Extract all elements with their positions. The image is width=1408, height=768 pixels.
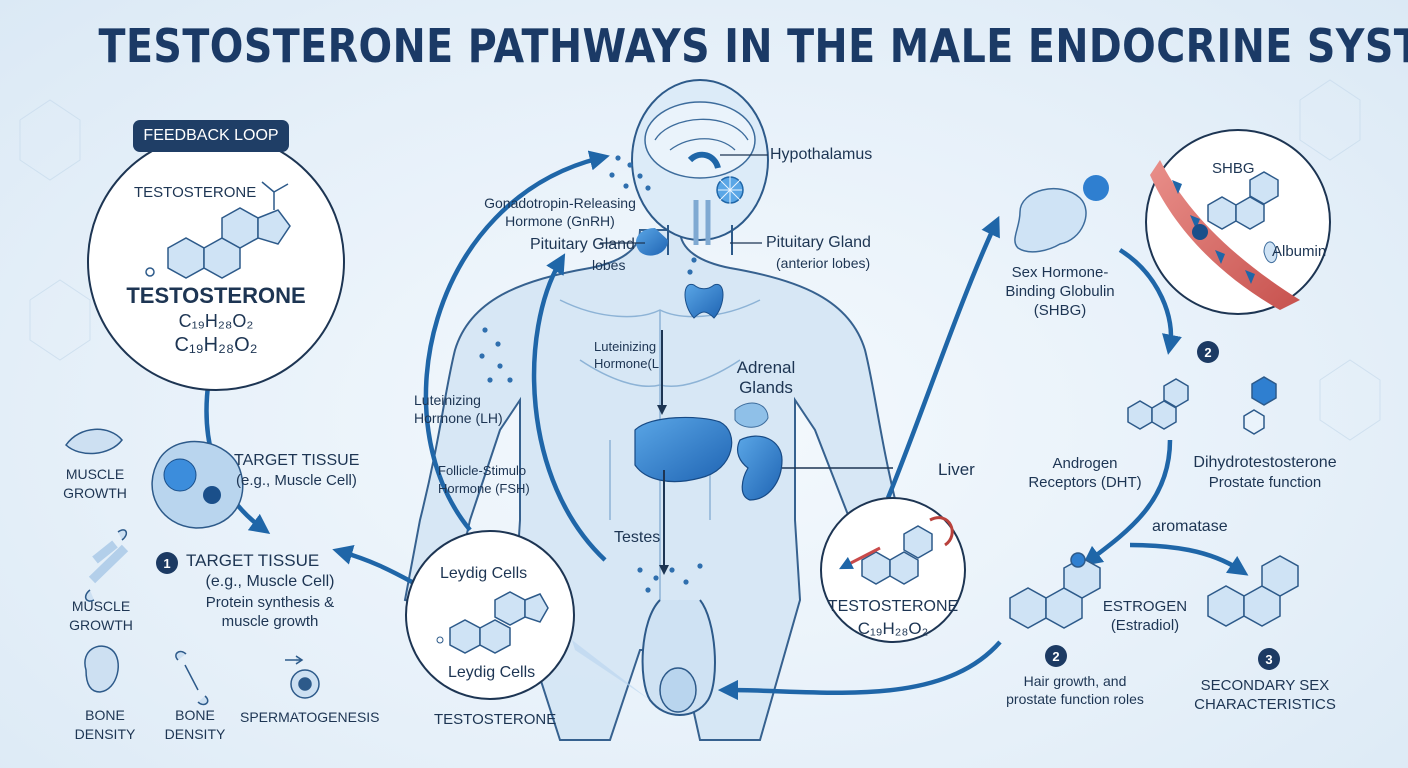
muscle-growth-label-2a: MUSCLE	[71, 598, 131, 614]
liver-label: Liver	[938, 460, 975, 479]
background-network	[19, 79, 1381, 441]
pituitary-left-label: Pituitary Gland	[530, 236, 635, 253]
shbg-molecule	[1014, 175, 1109, 253]
target-tissue-top-title: TARGET TISSUE	[234, 452, 360, 469]
androgen-label-2: Receptors (DHT)	[1028, 474, 1142, 491]
lh-outer-label-2: Hormone (LH)	[414, 410, 503, 426]
leydig-circle	[405, 530, 650, 700]
bone-density-label-2a: BONE	[175, 707, 215, 723]
pituitary-left-sub: lobes	[592, 257, 626, 273]
feedback-circle	[87, 133, 345, 391]
feedback-loop-badge: FEEDBACK LOOP	[133, 120, 289, 152]
lh-inner-label-2: Hormone(L	[594, 356, 660, 371]
leydig-bottom-label: Leydig Cells	[448, 664, 536, 681]
testosterone-conversion-name: TESTOSTERONE	[827, 598, 959, 615]
adrenal-label-1: Adrenal	[736, 358, 796, 377]
gnrh-label-2: Hormone (GnRH)	[505, 213, 615, 229]
adrenal-label-2: Glands	[739, 378, 793, 397]
muscle-growth-label-1b: GROWTH	[63, 485, 127, 501]
fsh-label-1: Follicle-Stimulo	[438, 463, 527, 478]
target-tissue-desc-2: muscle growth	[221, 613, 319, 630]
hypothalamus-label: Hypothalamus	[770, 146, 873, 163]
lh-inner-label-1: Luteinizing	[594, 339, 657, 354]
spermatogenesis-label: SPERMATOGENESIS	[240, 709, 380, 725]
shbg-label-3: (SHBG)	[1033, 302, 1087, 319]
bone-density-label-1b: DENSITY	[74, 726, 136, 742]
muscle-cell	[151, 440, 244, 529]
bone-density-label-1a: BONE	[85, 707, 125, 723]
feedback-formula-1: C₁₉H₂₈O₂	[178, 311, 254, 331]
step-number-2-lower: 2	[1045, 645, 1067, 667]
inset-shbg-label: SHBG	[1212, 160, 1255, 177]
fsh-label-2: Hormone (FSH)	[438, 481, 530, 496]
hormone-particles	[479, 155, 703, 593]
leydig-top-label: Leydig Cells	[440, 565, 528, 582]
dht-label-1: Dihydrotestosterone	[1193, 454, 1337, 471]
inset-albumin-label: Albumin	[1272, 243, 1327, 260]
bone-density-label-2b: DENSITY	[164, 726, 226, 742]
target-tissue-subtitle: (e.g., Muscle Cell)	[205, 573, 335, 590]
aromatase-label: aromatase	[1152, 518, 1228, 535]
pathway-arrows	[204, 150, 1249, 701]
feedback-formula-2: C₁₉H₂₈O₂	[174, 334, 258, 356]
organs	[634, 283, 893, 716]
effect-icons	[65, 428, 320, 706]
hair-growth-label-1: Hair growth, and	[1023, 673, 1127, 689]
muscle-growth-label-2b: GROWTH	[69, 617, 133, 633]
lh-outer-label-1: Luteinizing	[414, 392, 481, 408]
step-number-1: 1	[156, 552, 178, 574]
downward-arrow	[657, 330, 669, 575]
blood-vessel-inset	[1145, 129, 1331, 315]
right-molecules	[1009, 376, 1299, 629]
step-number-2-upper: 2	[1197, 341, 1219, 363]
feedback-testosterone-label: TESTOSTERONE	[134, 184, 257, 201]
shbg-label-2: Binding Globulin	[1005, 283, 1115, 300]
estrogen-label-2: (Estradiol)	[1110, 617, 1180, 634]
feedback-testosterone-title: TESTOSTERONE	[126, 283, 306, 308]
hair-growth-label-2: prostate function roles	[1006, 691, 1144, 707]
estrogen-label-1: ESTROGEN	[1102, 598, 1188, 615]
testosterone-conversion-circle	[820, 497, 966, 643]
page-title: TESTOSTERONE PATHWAYS IN THE MALE ENDOCR…	[98, 19, 1408, 73]
leader-lines	[600, 154, 768, 244]
target-tissue-top-sub: (e.g., Muscle Cell)	[236, 472, 357, 489]
pituitary-right-label: Pituitary Gland	[766, 234, 871, 251]
pituitary-right-sub: (anterior lobes)	[776, 255, 871, 271]
target-tissue-desc-1: Protein synthesis &	[205, 594, 335, 611]
testosterone-conversion-formula: C₁₉H₂₈O₂	[857, 619, 929, 638]
head	[631, 79, 769, 256]
secondary-sex-label-1: SECONDARY SEX	[1200, 677, 1330, 694]
muscle-growth-label-1a: MUSCLE	[65, 466, 125, 482]
androgen-label-1: Androgen	[1052, 455, 1118, 472]
gnrh-label-1: Gonadotropin-Releasing	[484, 195, 636, 211]
dht-label-2: Prostate function	[1208, 474, 1322, 491]
shbg-label-1: Sex Hormone-	[1011, 264, 1109, 281]
target-tissue-title: TARGET TISSUE	[186, 551, 320, 570]
testes-label: Testes	[614, 529, 661, 546]
step-number-3: 3	[1258, 648, 1280, 670]
leydig-testosterone-caption: TESTOSTERONE	[434, 711, 557, 728]
secondary-sex-label-2: CHARACTERISTICS	[1194, 696, 1336, 713]
